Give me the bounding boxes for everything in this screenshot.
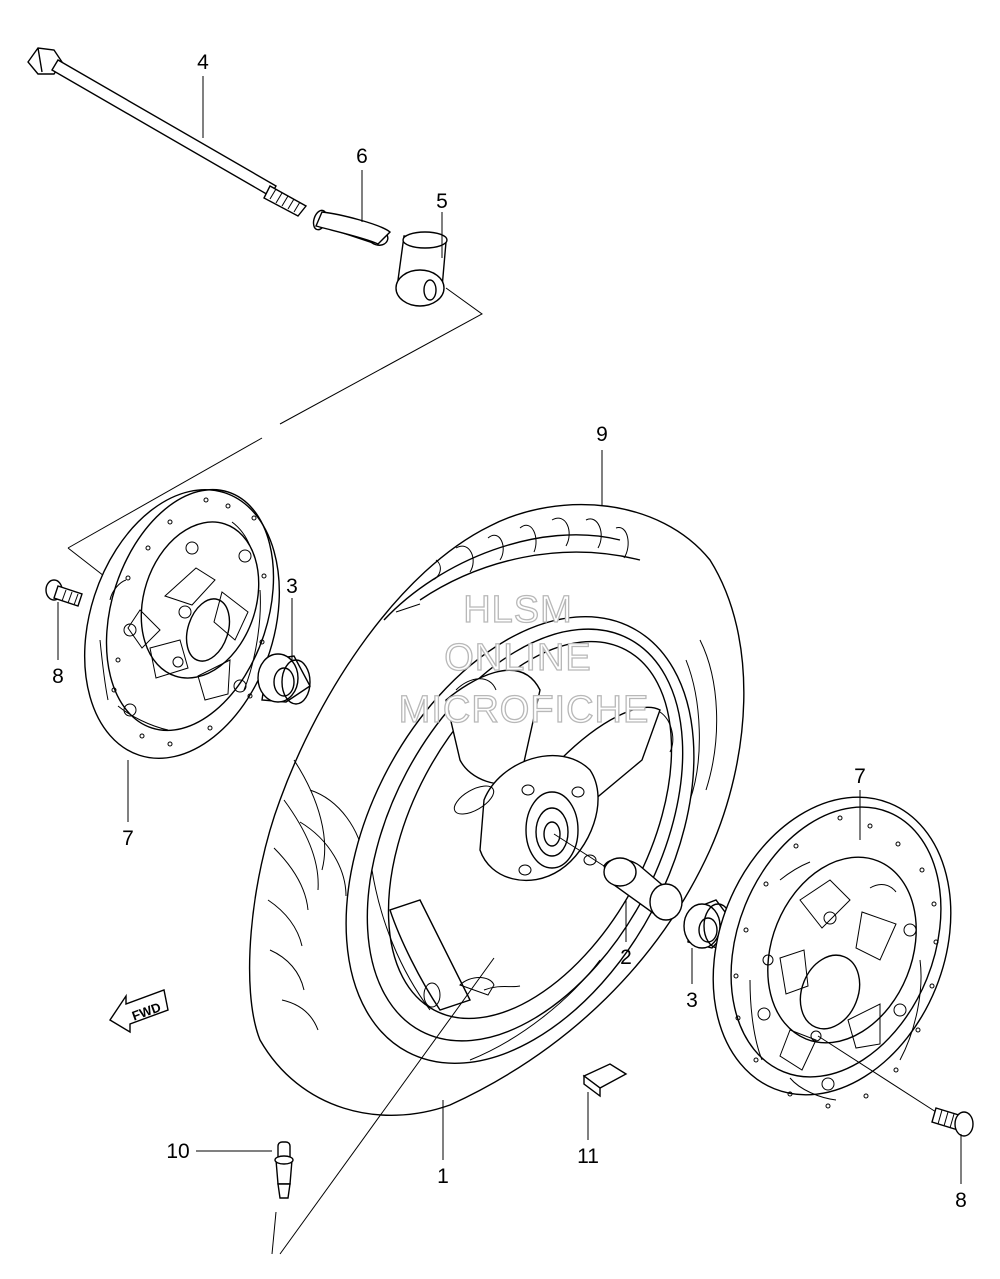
tire-air-valve (271, 957, 495, 1255)
front-axle (27, 47, 308, 217)
brake-disc-right (712, 796, 952, 1113)
label-part-8-right: 8 (955, 1189, 967, 1212)
label-part-11: 11 (577, 1145, 599, 1168)
axle-collar (395, 231, 448, 307)
watermark-line-1: HLSM (463, 589, 573, 631)
label-part-3-left: 3 (286, 575, 298, 598)
wheel-bearing-left (257, 653, 311, 705)
watermark: HLSM ONLINE MICROFICHE (398, 588, 650, 731)
label-part-7-left: 7 (122, 827, 134, 850)
watermark-line-2: ONLINE (444, 637, 591, 679)
forward-direction-badge: FWD (109, 989, 169, 1034)
label-part-5: 5 (436, 190, 448, 213)
label-part-10: 10 (166, 1140, 189, 1163)
disc-bolt-left (45, 579, 83, 607)
balance-weight (582, 1063, 628, 1098)
label-part-7-right: 7 (854, 765, 866, 788)
label-part-1: 1 (437, 1165, 449, 1188)
front-wheel-rim (345, 615, 695, 1065)
label-part-4: 4 (197, 51, 209, 74)
label-part-8-left: 8 (52, 665, 64, 688)
label-part-9: 9 (596, 423, 608, 446)
assembly-line-axle-to-disc (67, 287, 483, 577)
label-part-3-right: 3 (686, 989, 698, 1012)
watermark-line-3: MICROFICHE (399, 689, 650, 731)
disc-bolt-right (931, 1107, 974, 1137)
axle-spacer (312, 209, 392, 246)
brake-disc-left (83, 488, 281, 759)
label-part-6: 6 (356, 145, 368, 168)
leader-lines (57, 76, 962, 1184)
label-part-2: 2 (620, 946, 632, 969)
callout-labels: 4 6 5 9 3 8 7 7 2 3 10 1 11 8 (52, 51, 967, 1212)
wheel-spacer (553, 833, 683, 921)
